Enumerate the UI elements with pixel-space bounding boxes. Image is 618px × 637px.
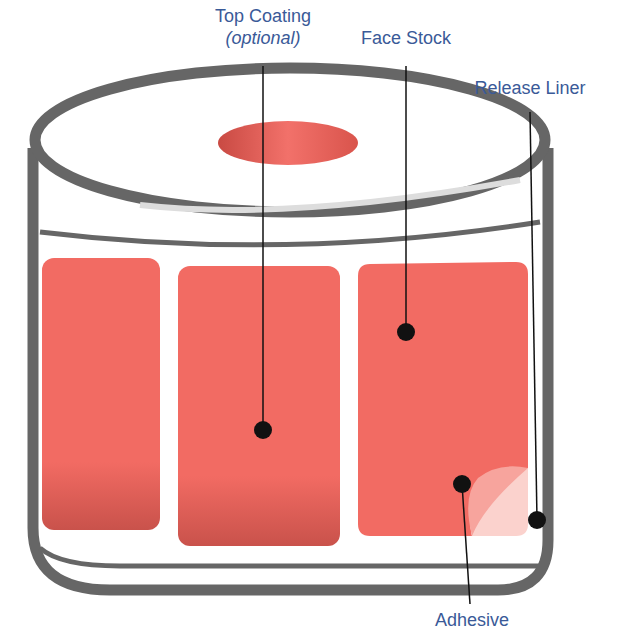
leader-line xyxy=(405,66,407,332)
label-sheet xyxy=(178,266,340,546)
part-label: Adhesive xyxy=(435,610,509,631)
leader-dot xyxy=(453,475,471,493)
roll-core xyxy=(218,121,358,165)
part-label: Top Coating xyxy=(215,6,311,27)
leader-line xyxy=(262,66,264,430)
leader-dot xyxy=(397,323,415,341)
leader-line xyxy=(462,484,470,604)
part-label: (optional) xyxy=(225,28,300,49)
peeled-corner xyxy=(468,466,528,536)
label-sheet xyxy=(358,262,528,536)
liner-edge xyxy=(40,222,540,245)
part-label: Face Stock xyxy=(361,28,451,49)
part-label: Release Liner xyxy=(474,78,585,99)
leader-dot xyxy=(528,511,546,529)
roll-layer xyxy=(140,180,520,210)
leader-line xyxy=(530,112,537,520)
liner-edge xyxy=(40,548,540,566)
roll-top xyxy=(35,68,545,212)
leader-dot xyxy=(254,421,272,439)
label-sheet xyxy=(42,258,160,530)
